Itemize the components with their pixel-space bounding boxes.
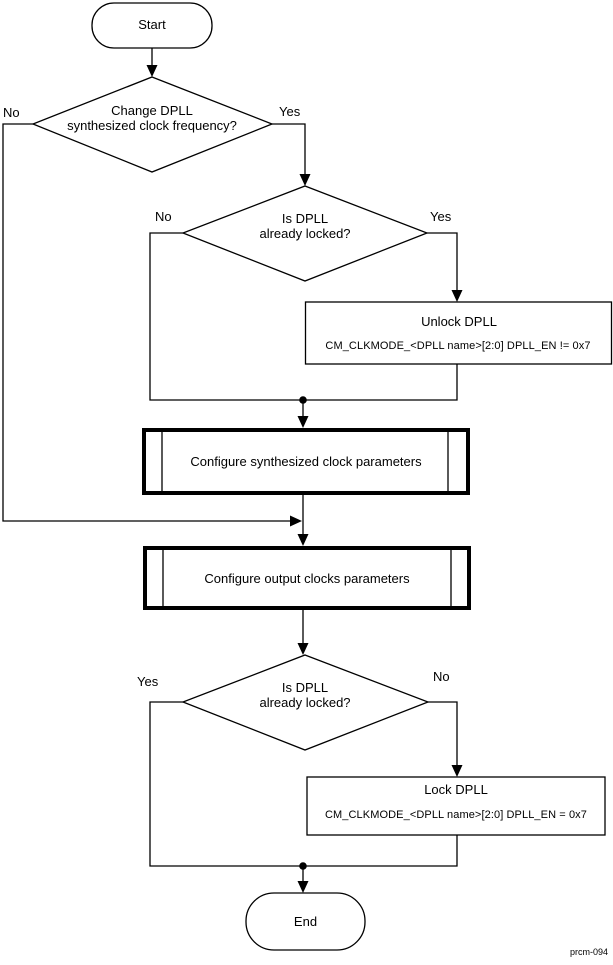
edge-decision3-yes-rail bbox=[149, 701, 303, 867]
lock-dpll-box bbox=[306, 776, 606, 836]
decision3-yes-label: Yes bbox=[137, 674, 159, 689]
figure-id: prcm-094 bbox=[569, 947, 608, 957]
decision-change-freq-label: Change DPLL synthesized clock frequency? bbox=[32, 103, 272, 133]
arrowhead-into-configure-synth bbox=[297, 416, 309, 428]
edge-decision1-yes bbox=[272, 123, 306, 175]
unlock-dpll-box bbox=[304, 301, 613, 365]
decision-locked-bottom-diamond bbox=[181, 654, 430, 751]
decision-locked-top-line1: Is DPLL bbox=[281, 211, 329, 226]
configure-output-label: Configure output clocks parameters bbox=[204, 571, 410, 586]
lock-dpll-register: CM_CLKMODE_<DPLL name>[2:0] DPLL_EN = 0x… bbox=[324, 809, 587, 821]
decision-locked-bottom-line2: already locked? bbox=[259, 695, 351, 710]
configure-output-box-sidebars bbox=[162, 549, 452, 607]
start-label: Start bbox=[138, 17, 166, 32]
decision-locked-top-label: Is DPLL already locked? bbox=[185, 211, 425, 241]
edge-unlock-out bbox=[303, 364, 458, 401]
decision-change-freq-line1: Change DPLL bbox=[111, 103, 193, 118]
arrowhead-into-decision2 bbox=[299, 174, 311, 186]
decision2-no-label: No bbox=[155, 209, 172, 224]
junction-dot-bottom bbox=[299, 862, 307, 870]
decision2-yes-label: Yes bbox=[430, 209, 452, 224]
configure-synth-label: Configure synthesized clock parameters bbox=[190, 454, 422, 469]
decision-change-freq-diamond bbox=[31, 76, 274, 173]
junction-dot-top bbox=[299, 396, 307, 404]
configure-output-box bbox=[143, 546, 471, 610]
arrowhead-into-unlock bbox=[451, 290, 463, 302]
edge-decision2-yes bbox=[427, 232, 458, 291]
unlock-dpll-register: CM_CLKMODE_<DPLL name>[2:0] DPLL_EN != 0… bbox=[325, 340, 591, 352]
edge-decision1-no-rail bbox=[2, 123, 290, 522]
arrowhead-into-end bbox=[297, 881, 309, 893]
unlock-dpll-title: Unlock DPLL bbox=[421, 314, 497, 329]
arrowhead-no1-merge bbox=[290, 515, 302, 527]
configure-synth-box bbox=[142, 428, 470, 495]
decision1-yes-label: Yes bbox=[279, 104, 301, 119]
arrowhead-into-decision1 bbox=[146, 65, 158, 77]
arrowhead-into-decision3 bbox=[297, 643, 309, 655]
lock-dpll-title: Lock DPLL bbox=[424, 782, 488, 797]
configure-synth-box-sidebars bbox=[161, 431, 449, 492]
decision-locked-bottom-label: Is DPLL already locked? bbox=[185, 680, 425, 710]
decision1-no-label: No bbox=[3, 105, 20, 120]
edge-lock-out bbox=[303, 835, 458, 867]
end-label: End bbox=[293, 914, 318, 929]
decision-change-freq-line2: synthesized clock frequency? bbox=[67, 118, 237, 133]
decision-locked-top-diamond bbox=[181, 185, 429, 282]
edge-decision3-no bbox=[428, 701, 458, 766]
edge-decision2-no-rail bbox=[149, 232, 303, 401]
decision-locked-top-line2: already locked? bbox=[259, 226, 351, 241]
decision-locked-bottom-line1: Is DPLL bbox=[281, 680, 329, 695]
arrowhead-into-configure-output bbox=[297, 534, 309, 546]
arrowhead-into-lock bbox=[451, 765, 463, 777]
decision3-no-label: No bbox=[433, 669, 450, 684]
end-terminator-shape bbox=[245, 892, 366, 951]
